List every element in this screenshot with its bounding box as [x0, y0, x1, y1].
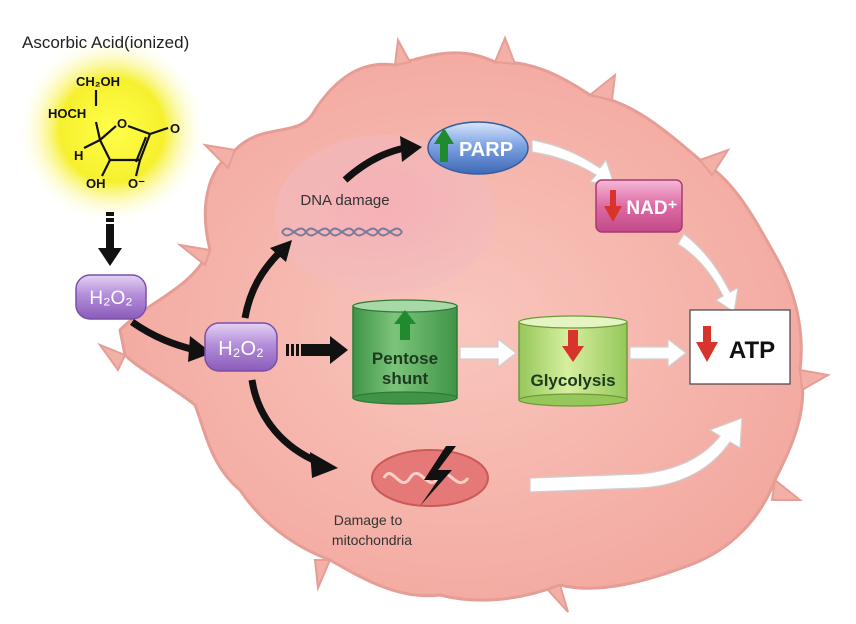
pentose-label-line1: Pentose: [372, 349, 438, 368]
arrow-to-mitochondria-head: [310, 452, 338, 478]
arrow-to-dna-damage: [241, 249, 283, 319]
label-hoch: HOCH: [48, 106, 86, 121]
glycolysis-node: Glycolysis: [518, 315, 628, 407]
down-arrow-icon: [696, 326, 718, 362]
parp-node: PARP: [427, 121, 529, 175]
parp-label: PARP: [459, 139, 513, 161]
nucleus: [275, 135, 495, 295]
arrow-to-dna-damage-head: [270, 240, 292, 262]
up-arrow-icon: [434, 128, 454, 162]
label-h: H: [74, 148, 83, 163]
arrow-to-mitochondria: [248, 379, 320, 466]
arrow-to-pentose: [286, 336, 348, 364]
atp-label: ATP: [729, 337, 775, 364]
arrow-nad-to-atp: [677, 233, 739, 314]
down-arrow-icon: [604, 190, 622, 222]
label-o-ring: O: [117, 116, 127, 131]
up-arrow-icon: [394, 310, 416, 340]
cell-membrane-spikes: [97, 35, 831, 613]
nad-label: NAD⁺: [626, 198, 677, 219]
arrow-h2o2-left-to-center-head: [188, 336, 212, 362]
mitochondria-icon: [371, 446, 489, 507]
mito-label-line1: Damage to: [334, 512, 403, 528]
nad-node: NAD⁺: [595, 179, 683, 233]
arrow-pentose-to-glycolysis: [459, 337, 517, 369]
atp-node: ATP: [689, 309, 791, 385]
arrow-to-parp-head: [400, 136, 422, 162]
label-oh: OH: [86, 176, 106, 191]
pentose-shunt-node: Pentose shunt: [352, 299, 458, 405]
label-o-minus: O⁻: [128, 176, 145, 191]
lightning-icon: [420, 446, 456, 506]
arrow-glycolysis-to-atp: [629, 337, 687, 369]
down-arrow-icon: [562, 330, 584, 362]
h2o2-left: H₂O₂: [75, 274, 147, 320]
label-ch2oh: CH₂OH: [76, 74, 120, 89]
ascorbic-acid-structure: CH₂OH HOCH O O H OH O⁻: [48, 74, 180, 191]
pentose-label-line2: shunt: [382, 369, 429, 388]
arrow-to-parp: [342, 144, 406, 183]
glycolysis-label: Glycolysis: [530, 371, 615, 390]
h2o2-center-label: H₂O₂: [218, 338, 264, 360]
arrow-molecule-to-h2o2: [98, 212, 122, 266]
arrow-mito-to-atp: [529, 417, 743, 493]
dna-damage-label: DNA damage: [300, 192, 389, 209]
h2o2-center: H₂O₂: [204, 322, 278, 372]
title: Ascorbic Acid(ionized): [22, 33, 189, 52]
dna-helix-icon: [281, 227, 403, 237]
mito-label-line2: mitochondria: [332, 532, 412, 548]
label-o-carbonyl: O: [170, 121, 180, 136]
h2o2-left-label: H₂O₂: [89, 288, 132, 309]
